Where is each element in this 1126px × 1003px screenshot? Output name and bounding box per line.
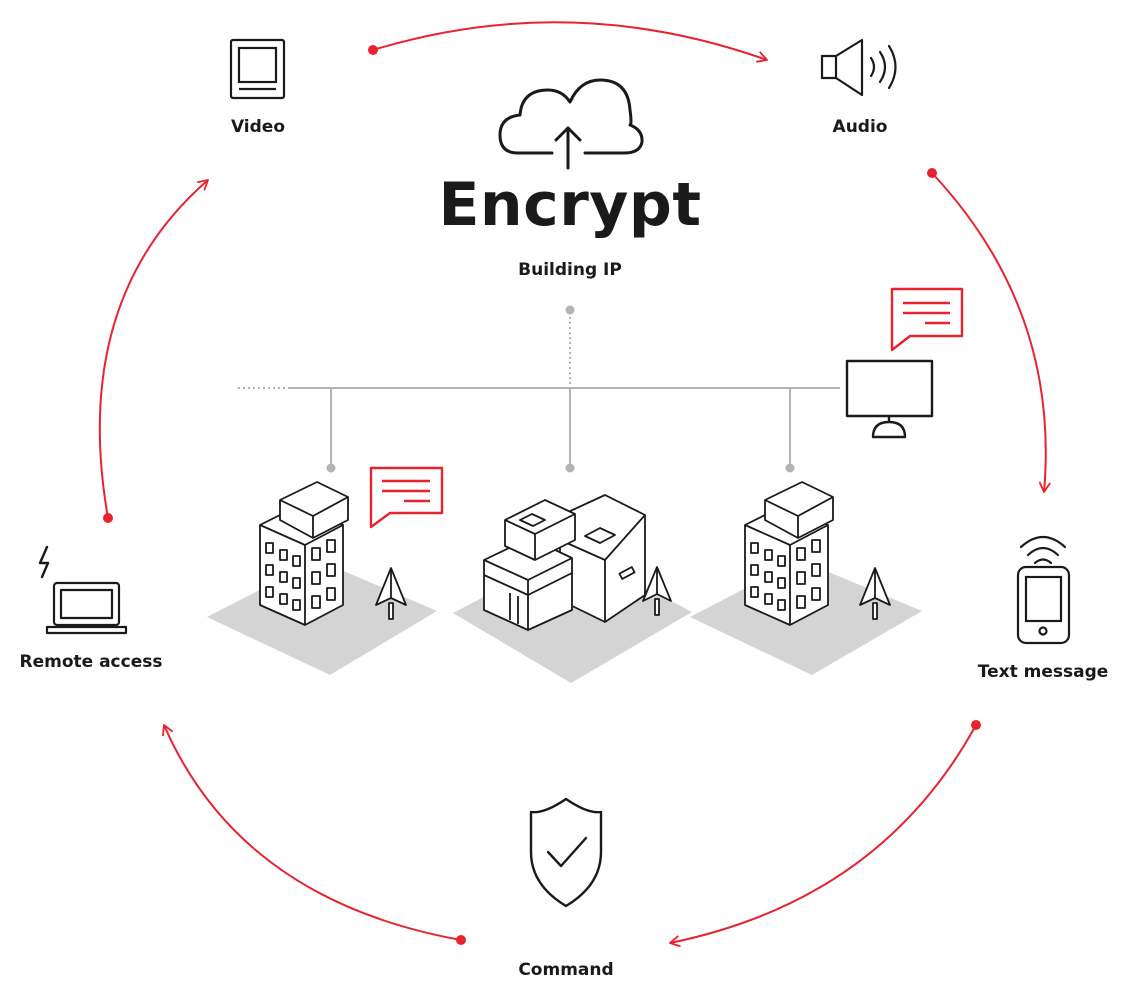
smartphone-icon [1016, 535, 1071, 645]
command-label: Command [518, 960, 614, 980]
arrow-remote-to-video [98, 179, 209, 523]
cloud-upload-icon [498, 78, 644, 170]
apartment-building-icon [690, 481, 922, 675]
diagram-title: Encrypt [438, 170, 702, 240]
video-label: Video [230, 117, 286, 137]
apartment-building-icon [207, 481, 437, 675]
shield-check-icon [529, 797, 603, 908]
arrow-command-to-remote [162, 724, 466, 945]
network-lines [238, 305, 840, 473]
remote-access-label: Remote access [19, 652, 163, 672]
arrow-text-to-command [669, 720, 981, 947]
diagram-subtitle: Building IP [518, 260, 622, 280]
audio-label: Audio [832, 117, 888, 137]
chat-bubble-icon [369, 466, 444, 529]
arrow-video-to-audio [368, 21, 768, 63]
speaker-icon [820, 38, 897, 97]
monitor-icon [229, 38, 286, 100]
laptop-icon [38, 545, 128, 635]
house-icon [453, 494, 692, 683]
text-message-label: Text message [977, 662, 1109, 682]
desktop-monitor-icon [845, 359, 934, 439]
arrow-audio-to-text [927, 168, 1051, 493]
cycle-arrows [98, 21, 1051, 947]
chat-bubble-icon [890, 287, 964, 352]
